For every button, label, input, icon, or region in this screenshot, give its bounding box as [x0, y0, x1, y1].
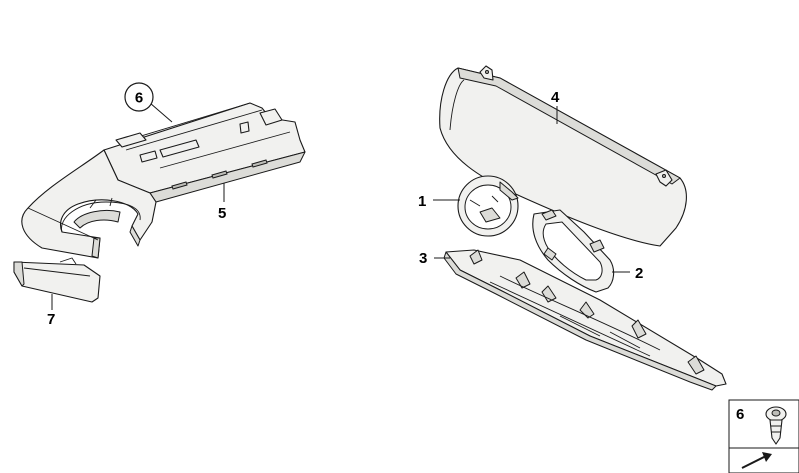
cover-strip: [13, 257, 101, 303]
cup-holder-bracket: [21, 102, 306, 259]
arrow-icon: [741, 452, 772, 469]
rectangular-bezel-frame: [532, 209, 615, 293]
round-bezel-ring: [457, 175, 519, 237]
clip-screw-icon: [765, 406, 787, 445]
callout-6-circle: 6: [124, 82, 154, 112]
inset-box: 6: [728, 399, 799, 473]
base-plate: [443, 249, 727, 391]
trim-panel: [439, 65, 687, 247]
inset-callout-6: 6: [736, 406, 744, 423]
callout-3: 3: [419, 250, 427, 267]
svg-text:6: 6: [135, 90, 143, 107]
leader-lines: [51, 102, 630, 310]
callout-2: 2: [635, 265, 643, 282]
callout-4: 4: [551, 89, 560, 106]
callout-1: 1: [418, 193, 426, 210]
callout-7: 7: [47, 311, 55, 328]
callout-5: 5: [218, 205, 226, 222]
